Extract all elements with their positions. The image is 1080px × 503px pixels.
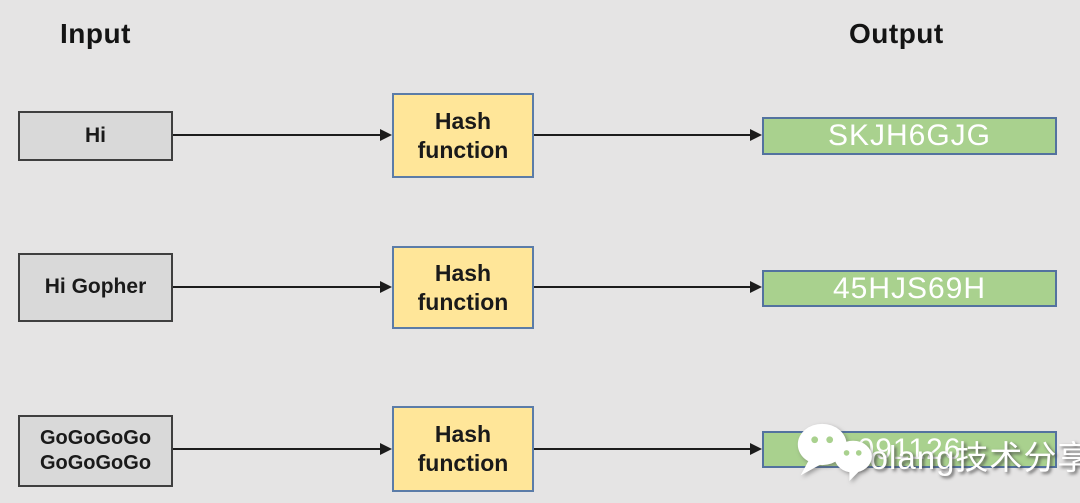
hash-function-label-row3: Hash function xyxy=(417,421,509,476)
input-box-hi-label: Hi xyxy=(85,123,106,147)
hash-function-label-row1: Hash function xyxy=(417,107,509,163)
output-box-row2: 45HJS69H xyxy=(762,270,1057,307)
output-box-row1: SKJH6GJG xyxy=(762,117,1057,155)
output-column-header: Output xyxy=(849,18,944,49)
input-box-hi-gopher: Hi Gopher xyxy=(18,253,173,322)
hash-function-box-row1: Hash function xyxy=(392,93,534,178)
output-box-row3: 091126 xyxy=(762,431,1057,468)
hash-function-box-row2: Hash function xyxy=(392,246,534,329)
output-hash-row2: 45HJS69H xyxy=(832,271,987,305)
input-box-hi: Hi xyxy=(18,111,173,161)
arrow-hash-to-output-row3 xyxy=(534,443,762,455)
output-hash-row1: SKJH6GJG xyxy=(827,119,992,153)
input-box-gogogogo-label: GoGoGoGo GoGoGoGo xyxy=(39,427,152,474)
arrow-hash-to-output-row2 xyxy=(534,281,762,293)
hash-function-box-row3: Hash function xyxy=(392,406,534,492)
output-hash-row3: 091126 xyxy=(857,432,962,466)
input-box-gogogogo: GoGoGoGo GoGoGoGo xyxy=(18,415,173,487)
hash-function-label-row2: Hash function xyxy=(417,259,509,315)
arrow-input-to-hash-row1 xyxy=(173,129,392,141)
arrow-input-to-hash-row2 xyxy=(173,281,392,293)
input-column-header: Input xyxy=(60,18,131,49)
arrow-input-to-hash-row3 xyxy=(173,443,392,455)
arrow-hash-to-output-row1 xyxy=(534,129,762,141)
input-box-hi-gopher-label: Hi Gopher xyxy=(44,275,147,299)
